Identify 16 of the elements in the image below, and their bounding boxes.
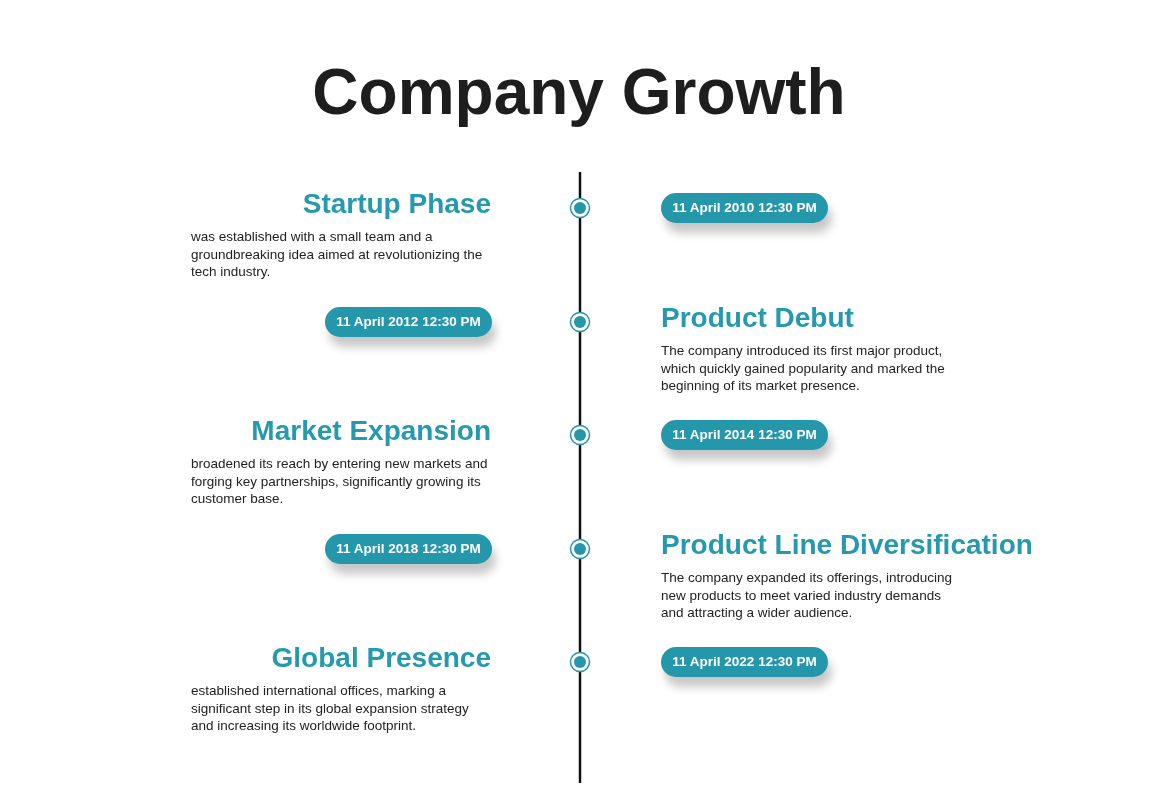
event-heading: Startup Phase <box>302 188 491 220</box>
event-heading: Product Line Diversification <box>661 529 1033 561</box>
event-description: The company expanded its offerings, introducing new products to meet varied industry demands and attracting a wider audience. <box>661 569 953 622</box>
event-description: established international offices, marking a significant step in its global expansion strategy and increasing its worldwide footprint. <box>191 682 470 735</box>
event-description: was established with a small team and a groundbreaking idea aimed at revolutionizing the tech industry. <box>191 228 484 281</box>
event-heading: Global Presence <box>271 642 491 674</box>
date-badge: 11 April 2010 12:30 PM <box>661 193 828 223</box>
event-description: The company introduced its first major product, which quickly gained popularity and marked the beginning of its market presence. <box>661 342 946 395</box>
date-badge: 11 April 2018 12:30 PM <box>325 534 492 564</box>
event-heading: Product Debut <box>661 302 854 334</box>
title: Company Growth <box>311 55 847 129</box>
date-badge: 11 April 2022 12:30 PM <box>661 647 828 677</box>
date-badge: 11 April 2014 12:30 PM <box>661 420 828 450</box>
event-description: broadened its reach by entering new markets and forging key partnerships, significantly growing its customer base. <box>191 455 489 508</box>
event-heading: Market Expansion <box>251 415 491 447</box>
date-badge: 11 April 2012 12:30 PM <box>325 307 492 337</box>
